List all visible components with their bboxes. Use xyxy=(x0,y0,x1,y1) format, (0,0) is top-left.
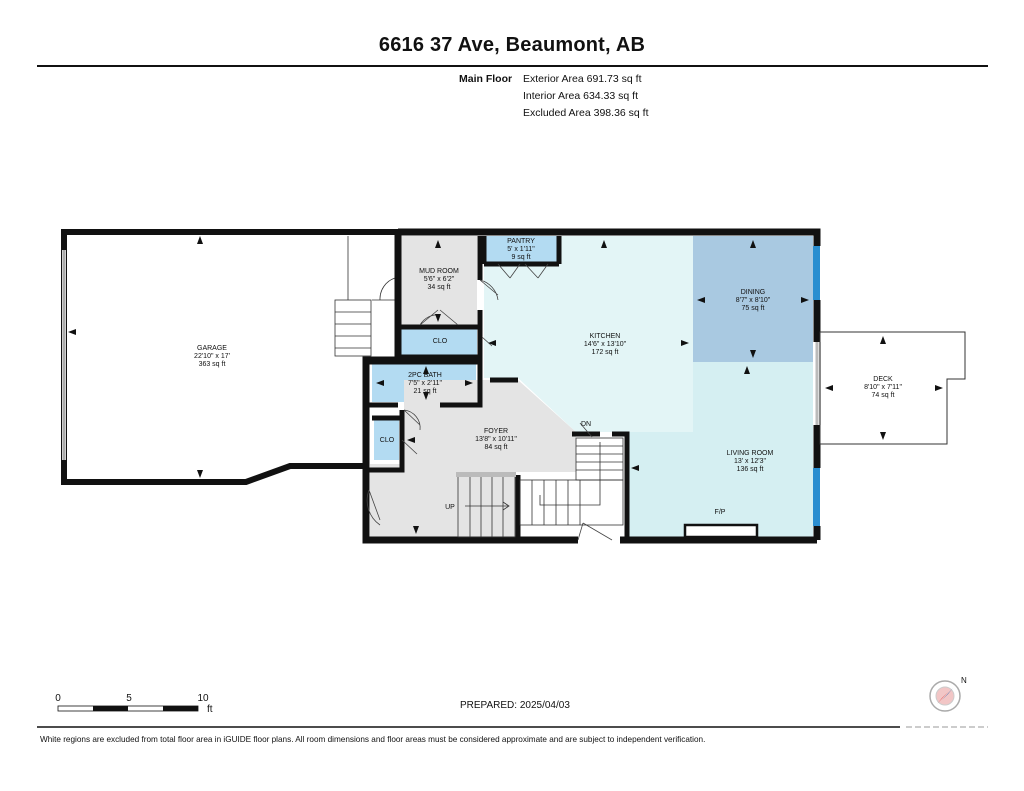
excluded-area: Excluded Area 398.36 sq ft xyxy=(523,107,649,119)
room-dims-dining: 8'7" x 8'10" xyxy=(736,297,771,304)
scale-bar: 0 5 10 ft xyxy=(55,693,213,715)
room-dims-mud-room: 5'6" x 6'2" xyxy=(424,276,455,283)
deck-outline xyxy=(819,331,966,445)
fireplace-label: F/P xyxy=(715,509,726,516)
room-dims-garage: 22'10" x 17' xyxy=(194,353,230,360)
closet-mud-fill xyxy=(401,329,477,355)
garage-walls xyxy=(61,229,398,485)
room-name-living: LIVING ROOM xyxy=(727,450,774,457)
page-title: 6616 37 Ave, Beaumont, AB xyxy=(378,34,646,56)
door-swings xyxy=(366,263,613,541)
room-dims-pantry: 5' x 1'11" xyxy=(507,246,535,253)
room-name-kitchen: KITCHEN xyxy=(590,333,621,340)
room-name-bath: 2PC BATH xyxy=(408,372,442,379)
room-area-foyer: 84 sq ft xyxy=(485,444,508,451)
room-area-mud-room: 34 sq ft xyxy=(428,284,451,291)
garage-steps xyxy=(334,236,396,357)
floor-label: Main Floor xyxy=(459,73,513,85)
interior-area: Interior Area 634.33 sq ft xyxy=(523,90,638,102)
dimension-arrows xyxy=(68,236,943,534)
room-area-pantry: 9 sq ft xyxy=(511,254,530,261)
room-name-garage: GARAGE xyxy=(197,345,227,352)
room-name-deck: DECK xyxy=(873,376,893,383)
window-living xyxy=(813,468,820,526)
footer-disclaimer: White regions are excluded from total fl… xyxy=(40,735,706,744)
room-area-deck: 74 sq ft xyxy=(872,392,895,399)
compass-icon: N xyxy=(929,676,967,712)
interior-walls xyxy=(369,236,630,540)
room-dims-deck: 8'10" x 7'11" xyxy=(864,384,902,391)
prepared-date: PREPARED: 2025/04/03 xyxy=(460,700,570,711)
scale-unit: ft xyxy=(207,704,213,715)
room-area-living: 136 sq ft xyxy=(737,466,764,473)
kitchen-fill xyxy=(484,236,693,432)
room-area-kitchen: 172 sq ft xyxy=(592,349,619,356)
scale-tick-10: 10 xyxy=(197,693,209,704)
mud-room-fill xyxy=(401,236,477,326)
room-name-foyer: FOYER xyxy=(484,428,508,435)
compass-north: N xyxy=(961,676,967,685)
room-area-garage: 363 sq ft xyxy=(199,361,226,368)
stairs-down-label: DN xyxy=(581,421,591,428)
closet-label-mud: CLO xyxy=(433,338,448,345)
pantry-fill xyxy=(486,236,557,263)
stairs-up-label: UP xyxy=(445,504,455,511)
room-dims-kitchen: 14'6" x 13'10" xyxy=(584,341,627,348)
house-walls xyxy=(362,228,821,544)
scale-tick-5: 5 xyxy=(126,693,132,704)
header-rule xyxy=(37,65,988,67)
room-area-bath: 21 sq ft xyxy=(414,388,437,395)
room-labels: GARAGE 22'10" x 17' 363 sq ft MUD ROOM 5… xyxy=(194,238,902,516)
stairs-down xyxy=(519,437,624,526)
fireplace-hearth xyxy=(683,523,759,539)
closet-label-foyer: CLO xyxy=(380,437,395,444)
room-name-pantry: PANTRY xyxy=(507,238,535,245)
window-dining xyxy=(813,246,820,300)
dining-fill xyxy=(693,236,813,362)
room-dims-foyer: 13'8" x 10'11" xyxy=(475,436,517,443)
room-area-dining: 75 sq ft xyxy=(742,305,765,312)
room-name-dining: DINING xyxy=(741,289,766,296)
foyer-fill xyxy=(370,380,576,537)
scale-tick-0: 0 xyxy=(55,693,61,704)
room-dims-bath: 7'5" x 2'11" xyxy=(408,380,442,387)
closet-foyer-fill xyxy=(374,420,399,460)
room-name-mud-room: MUD ROOM xyxy=(419,268,459,275)
room-dims-living: 13' x 12'3" xyxy=(734,458,767,465)
exterior-area: Exterior Area 691.73 sq ft xyxy=(523,73,642,85)
living-fill xyxy=(627,362,813,537)
